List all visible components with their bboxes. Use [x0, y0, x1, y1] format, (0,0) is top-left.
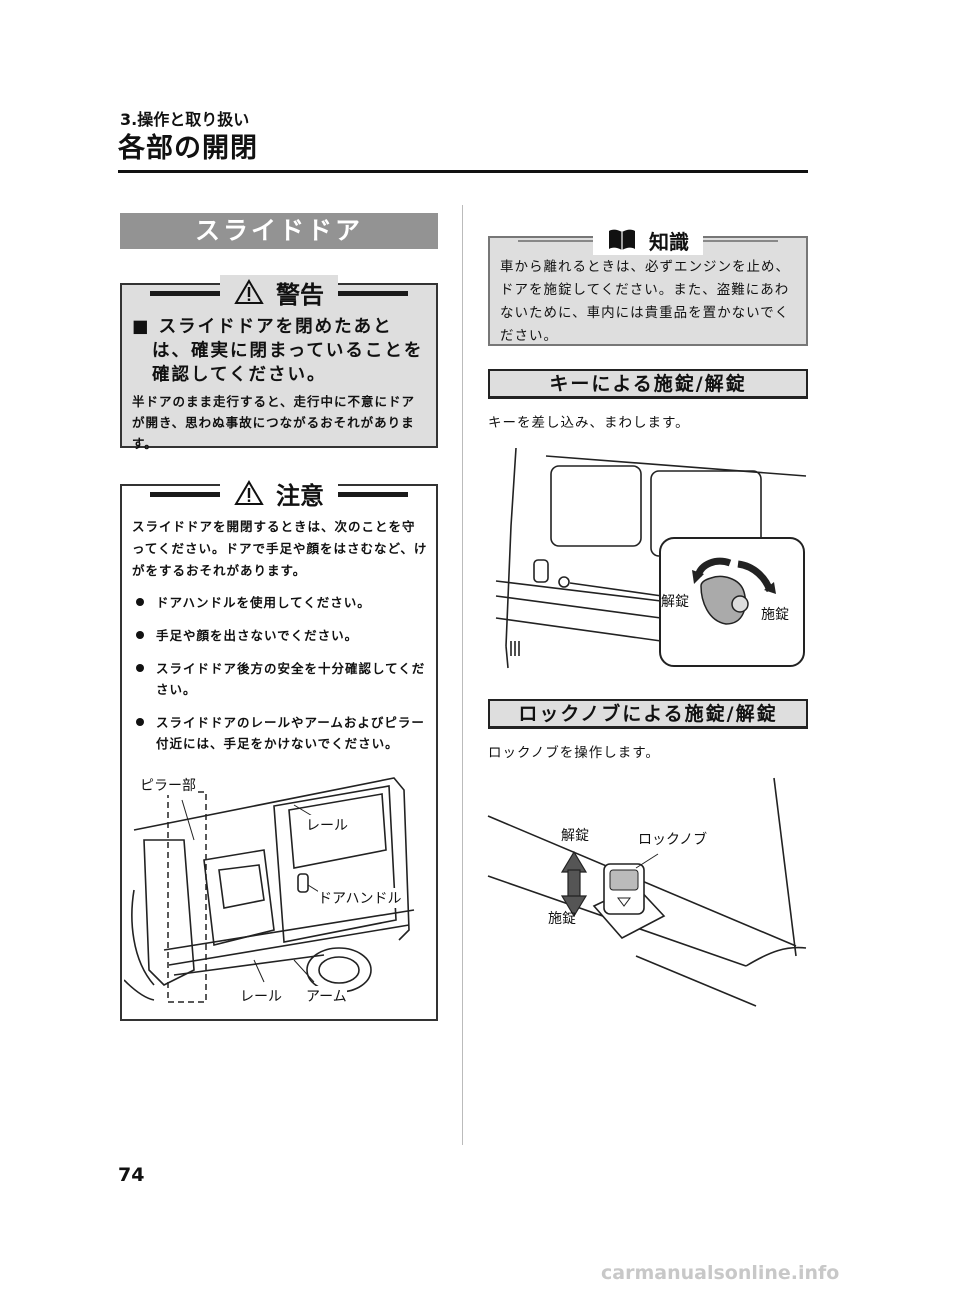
lock-knob-banner: ロックノブによる施錠/解錠: [488, 699, 808, 729]
door-handle-label: ドアハンドル: [318, 888, 402, 908]
knob-lock-label: 施錠: [548, 911, 576, 927]
warning-box: 警告 ■ スライドドアを閉めたあとは、確実に閉まっていることを確認してください。…: [120, 274, 438, 451]
page-number: 74: [118, 1164, 145, 1186]
caution-bullet-list: ドアハンドルを使用してください。 手足や顔を出さないでください。 スライドドア後…: [132, 592, 428, 754]
column-divider: [462, 205, 463, 1145]
section-title: 各部の開閉: [118, 133, 258, 164]
lock-knob-illustration: [487, 777, 807, 1007]
pillar-label: ピラー部: [140, 775, 196, 795]
open-book-icon: [609, 229, 635, 250]
warning-title: ■ スライドドアを閉めたあとは、確実に閉まっていることを確認してください。: [132, 317, 424, 385]
knowledge-header: 知識: [490, 221, 806, 259]
arm-label: アーム: [306, 986, 347, 1006]
caution-bullet: 手足や顔を出さないでください。: [132, 625, 428, 646]
caution-label: 注意: [276, 481, 324, 510]
knob-unlock-label: 解錠: [561, 828, 589, 844]
knowledge-label: 知識: [649, 229, 689, 254]
key-lock-description: キーを差し込み、まわします。: [488, 415, 690, 431]
caution-bullet: スライドドア後方の安全を十分確認してください。: [132, 658, 428, 700]
caution-bullet: スライドドアのレールやアームおよびピラー付近には、手足をかけないでください。: [132, 712, 428, 754]
key-lock-illustration: [495, 447, 807, 669]
lock-knob-description: ロックノブを操作します。: [488, 745, 660, 761]
header-divider: [118, 170, 808, 173]
warning-text: 半ドアのまま走行すると、走行中に不意にドアが開き、思わぬ事故につながるおそれがあ…: [132, 394, 416, 451]
rail-top-label: レール: [306, 815, 348, 835]
caution-intro: スライドドアを開閉するときは、次のことを守ってください。ドアで手足や顔をはさむな…: [132, 519, 428, 578]
warning-triangle-icon: [234, 279, 264, 304]
knowledge-box: 知識 車から離れるときは、必ずエンジンを止め、ドアを施錠してください。また、盗難…: [488, 225, 808, 346]
caution-bullet: ドアハンドルを使用してください。: [132, 592, 428, 613]
slide-door-banner: スライドドア: [120, 213, 438, 249]
rail-bottom-label: レール: [240, 986, 282, 1006]
knowledge-text: 車から離れるときは、必ずエンジンを止め、ドアを施錠してください。また、盗難にあわ…: [500, 259, 790, 344]
caution-triangle-icon: [234, 480, 264, 505]
caution-box: 注意 スライドドアを開閉するときは、次のことを守ってください。ドアで手足や顔をは…: [120, 475, 438, 1021]
key-lock-label: 施錠: [761, 607, 789, 623]
watermark: carmanualsonline.info: [601, 1262, 840, 1284]
caution-header: 注意: [122, 474, 436, 512]
warning-label: 警告: [276, 280, 324, 309]
key-lock-banner: キーによる施錠/解錠: [488, 369, 808, 399]
key-unlock-label: 解錠: [661, 594, 689, 610]
slide-door-illustration: [124, 777, 415, 1003]
lock-knob-label: ロックノブ: [638, 832, 708, 848]
chapter-heading: 3.操作と取り扱い: [120, 110, 250, 129]
warning-header: 警告: [122, 273, 436, 311]
